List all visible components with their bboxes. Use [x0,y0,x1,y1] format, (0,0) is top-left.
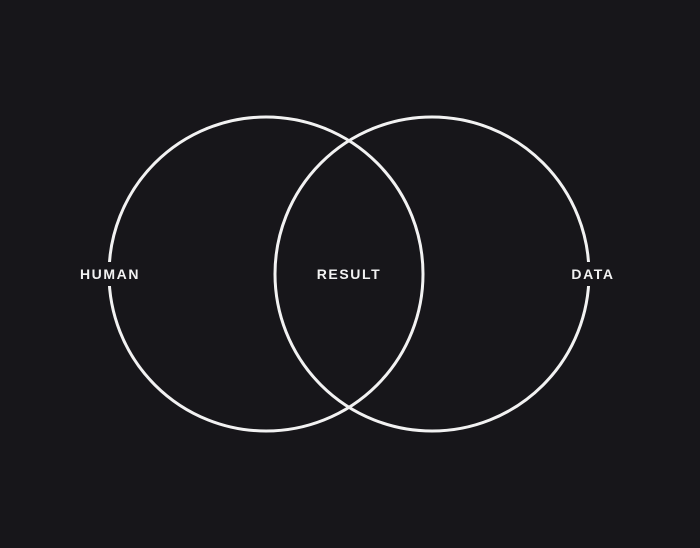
human-label: HUMAN [80,266,140,282]
data-label: DATA [571,266,614,282]
human-label-backdrop [76,262,144,286]
data-label-backdrop [566,262,620,286]
result-label: RESULT [317,266,382,282]
